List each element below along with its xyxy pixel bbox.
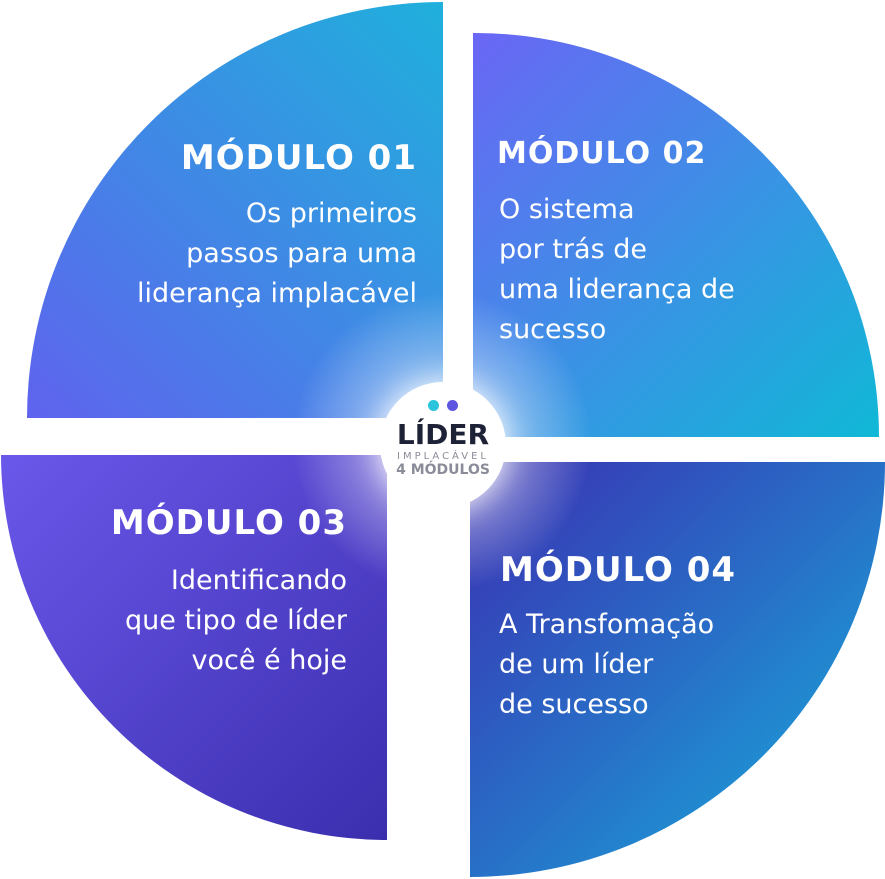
quadrant-4 [470,462,885,877]
cyan-dot-icon [428,400,439,411]
badge-title: LÍDER [396,418,490,451]
module-2-title: MÓDULO 02 [497,136,707,171]
module-1-title: MÓDULO 01 [180,138,417,178]
module-1-text: Os primeiros passos para uma liderança i… [137,198,417,309]
badge-subtitle: IMPLACÁVEL [397,451,489,462]
module-3-title: MÓDULO 03 [110,503,347,543]
quadrant-3 [1,455,387,840]
module-4-text: A Transfomação de um líder de sucesso [499,609,715,720]
module-4-title: MÓDULO 04 [500,550,737,590]
quadrant-2 [473,32,879,437]
center-badge: LÍDER IMPLACÁVEL 4 MÓDULOS [380,382,506,508]
purple-dot-icon [447,400,458,411]
module-3-text: Identificando que tipo de líder você é h… [125,565,347,676]
module-2-text: O sistema por trás de uma liderança de s… [499,194,735,345]
badge-count: 4 MÓDULOS [396,462,490,478]
quadrant-1 [27,2,443,418]
